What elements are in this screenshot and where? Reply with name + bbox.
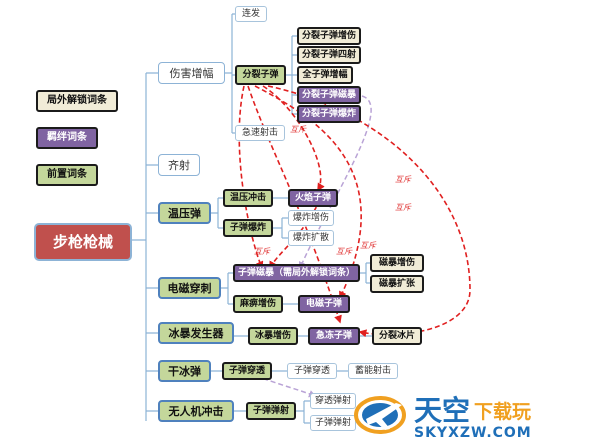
node-rapid-fire[interactable]: 急速射击 xyxy=(235,125,285,141)
node-bullet-explode[interactable]: 子弹爆炸 xyxy=(223,219,273,237)
node-freeze-bullet[interactable]: 急冻子弹 xyxy=(308,327,360,345)
plane-logo-icon xyxy=(354,396,406,434)
node-thermal-shock[interactable]: 温压冲击 xyxy=(223,189,273,207)
category-damage[interactable]: 伤害增幅 xyxy=(158,62,225,84)
node-all-amp[interactable]: 全子弹增幅 xyxy=(297,66,353,84)
conflict-label: 互斥 xyxy=(360,241,376,250)
legend-unlock: 局外解锁词条 xyxy=(36,90,118,112)
node-split-explode[interactable]: 分裂子弹爆炸 xyxy=(297,105,361,123)
category-ice[interactable]: 冰暴发生器 xyxy=(158,322,234,344)
conflict-label: 互斥 xyxy=(336,247,352,256)
category-em[interactable]: 电磁穿刺 xyxy=(158,277,221,299)
tree-branches xyxy=(132,13,372,424)
node-explode-spread[interactable]: 爆炸扩散 xyxy=(288,230,334,246)
category-volley[interactable]: 齐射 xyxy=(158,154,200,176)
node-split-bullet[interactable]: 分裂子弹 xyxy=(235,65,286,85)
node-paralyze-damage[interactable]: 麻痹增伤 xyxy=(233,295,283,313)
legend-bond: 羁绊词条 xyxy=(36,127,98,149)
node-bounce-shot[interactable]: 子弹弹射 xyxy=(310,415,356,431)
node-magnetic-bullet[interactable]: 子弹磁暴（需局外解锁词条） xyxy=(233,264,360,282)
node-pierce-bounce[interactable]: 穿透弹射 xyxy=(310,393,356,409)
root-node[interactable]: 步枪枪械 xyxy=(34,223,132,261)
site-watermark: 天空 下载玩 SKYXZW.COM xyxy=(352,385,598,443)
node-drone-bounce[interactable]: 子弹弹射 xyxy=(246,402,296,420)
conflict-label: 互斥 xyxy=(254,247,270,256)
node-magnetic-spread[interactable]: 磁暴扩张 xyxy=(370,275,424,293)
category-thermal[interactable]: 温压弹 xyxy=(158,202,211,224)
node-bullet-pierce-2[interactable]: 子弹穿透 xyxy=(287,363,337,379)
conflict-label: 互斥 xyxy=(395,203,411,212)
legend-prereq: 前置词条 xyxy=(36,164,98,186)
brand-url: SKYXZW.COM xyxy=(414,425,532,441)
node-split-four[interactable]: 分裂子弹四射 xyxy=(297,46,361,64)
node-split-magnetic[interactable]: 分裂子弹磁暴 xyxy=(297,86,361,104)
node-explode-damage[interactable]: 爆炸增伤 xyxy=(288,210,334,226)
brand-name: 天空 xyxy=(414,394,471,427)
node-split-damage[interactable]: 分裂子弹增伤 xyxy=(297,27,361,45)
node-burst[interactable]: 连发 xyxy=(235,6,267,22)
node-split-ice[interactable]: 分裂冰片 xyxy=(372,327,422,345)
node-charge-shot[interactable]: 蓄能射击 xyxy=(348,363,398,379)
brand-tagline: 下载玩 xyxy=(474,401,532,423)
node-ice-damage[interactable]: 冰暴增伤 xyxy=(248,327,298,345)
node-electro-bullet[interactable]: 电磁子弹 xyxy=(298,295,350,313)
conflict-label: 互斥 xyxy=(290,125,306,134)
conflict-label: 互斥 xyxy=(395,175,411,184)
node-fire-bullet[interactable]: 火焰子弹 xyxy=(288,189,338,207)
node-bullet-pierce[interactable]: 子弹穿透 xyxy=(222,362,272,380)
node-magnetic-damage[interactable]: 磁暴增伤 xyxy=(370,254,424,272)
category-drone[interactable]: 无人机冲击 xyxy=(158,400,234,422)
category-dry-ice[interactable]: 干冰弹 xyxy=(158,360,211,382)
